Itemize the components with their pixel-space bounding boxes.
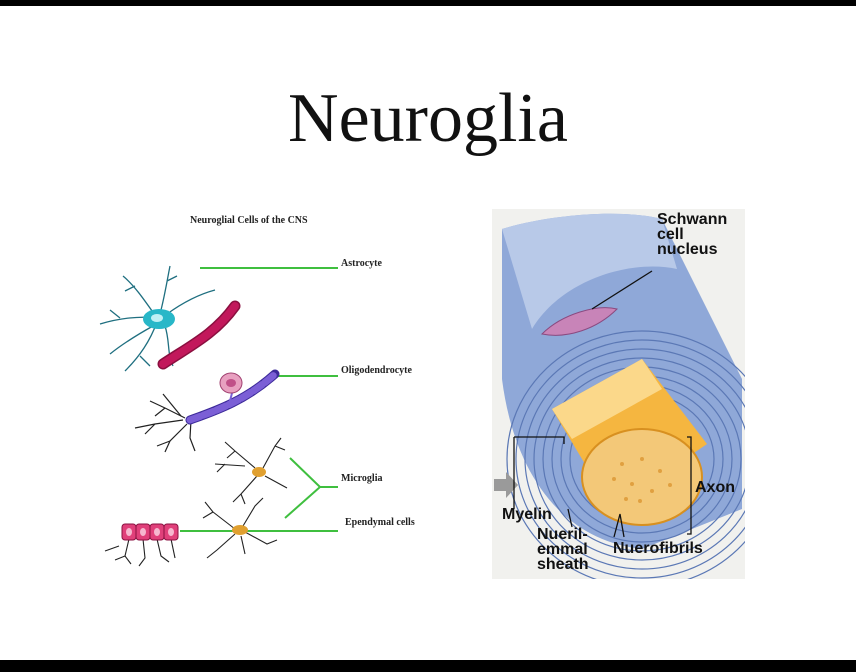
label-leaders (513, 270, 692, 538)
slide: Neuroglia (0, 6, 856, 660)
ependymal-cells (104, 523, 179, 567)
cns-neuroglia-figure: Neuroglial Cells of the CNS Astrocyte Ol… (95, 206, 455, 576)
myelinated-axon-figure: Schwann cell nucleus Axon Myelin Nueril-… (492, 209, 745, 579)
microglia-label: Microglia (341, 473, 383, 484)
leader-lines (180, 267, 338, 532)
neurofibrils-label: Nuerofibrils (613, 540, 703, 557)
astrocyte-cell (99, 265, 216, 372)
ependymal-label: Ependymal cells (345, 517, 415, 528)
schwann-label-line3: nucleus (657, 241, 718, 258)
arrow-icon (494, 472, 518, 498)
schwann-nucleus (540, 307, 618, 336)
cns-neuroglia-illustration (99, 265, 338, 567)
neurilemmal-label-line3: sheath (537, 556, 589, 573)
microglia-cells (202, 437, 288, 559)
schwann-label-line1: Schwann (657, 211, 728, 228)
axon-cross-section (581, 428, 703, 526)
microglia-leader-upper (289, 457, 338, 488)
schwann-label-line2: cell (657, 226, 684, 243)
myelinated-axon-illustration (492, 209, 745, 579)
oligodendrocyte-cell (134, 369, 280, 453)
neurilemmal-label-line1: Nueril- (537, 526, 588, 543)
axon-label: Axon (695, 479, 735, 496)
astrocyte-label: Astrocyte (341, 258, 382, 269)
neurilemmal-label-line2: emmal (537, 541, 588, 558)
microglia-leader-lower (284, 486, 321, 519)
myelin-label: Myelin (502, 506, 552, 523)
cns-figure-caption: Neuroglial Cells of the CNS (190, 215, 308, 226)
neurofibril-dots (612, 457, 672, 503)
oligodendrocyte-label: Oligodendrocyte (341, 365, 412, 376)
slide-title: Neuroglia (288, 80, 568, 157)
